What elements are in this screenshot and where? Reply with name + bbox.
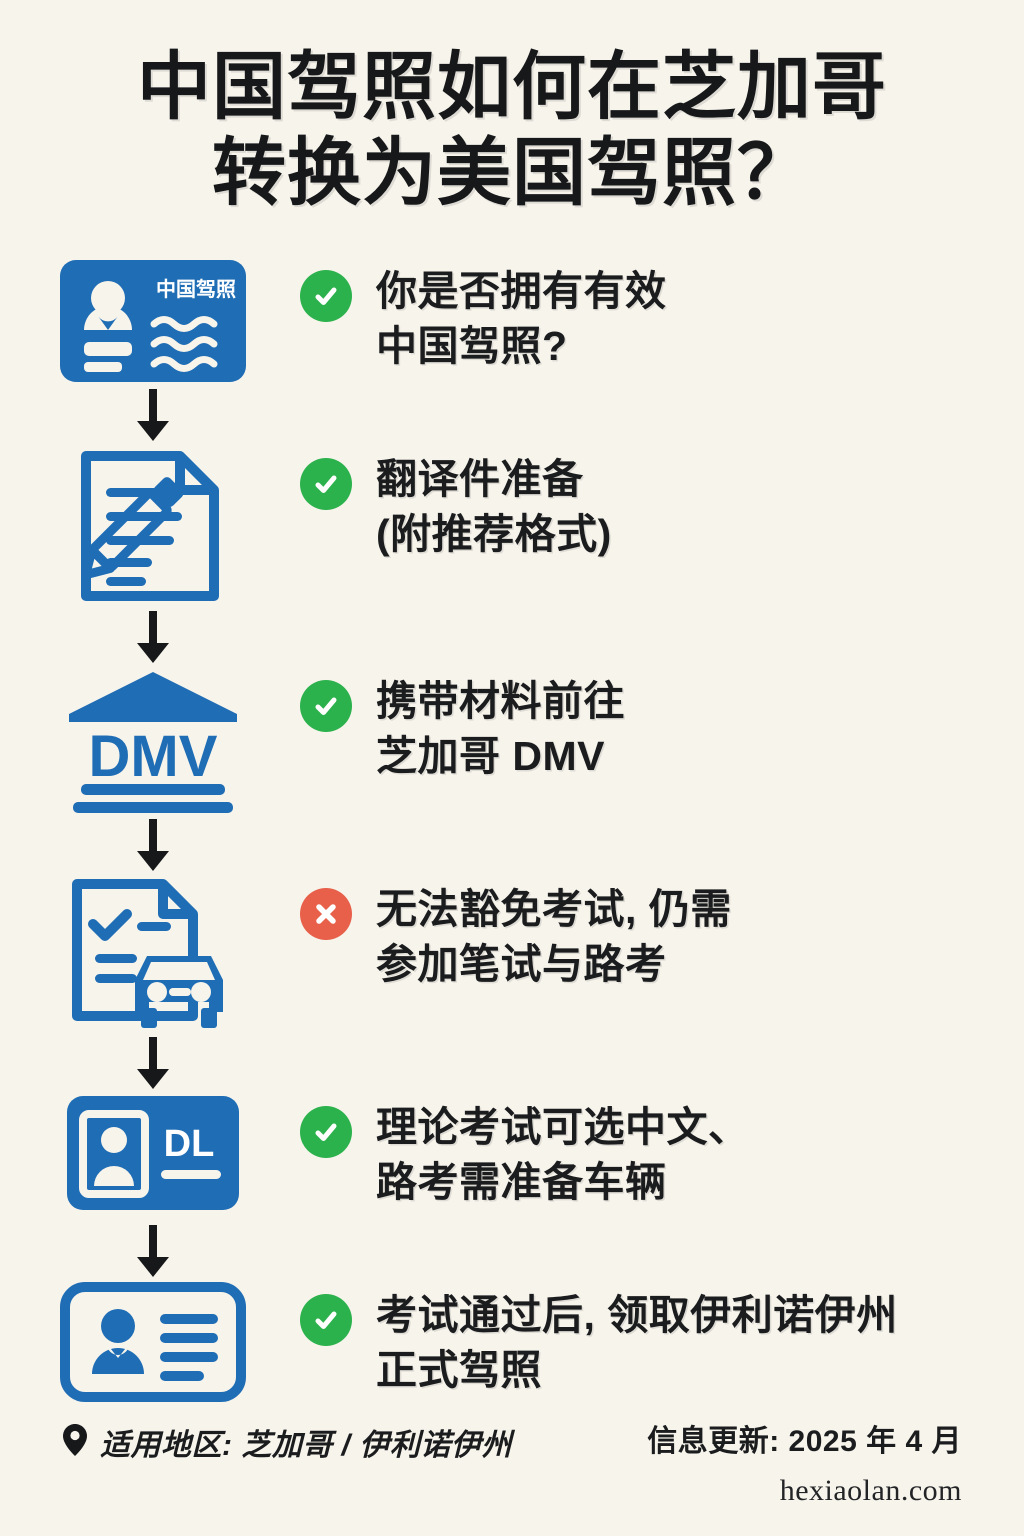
step-valid-chinese-license: 中国驾照 你是否拥有有效 中国驾照? <box>0 258 1024 384</box>
step-1-label: 你是否拥有有效 中国驾照? <box>376 268 667 369</box>
chinese-driver-license-card-icon: 中国驾照 <box>58 258 248 384</box>
step-2-text-column: 翻译件准备 (附推荐格式) <box>300 446 1024 561</box>
status-check-icon <box>300 1294 352 1346</box>
title-line-2: 转换为美国驾照？ <box>212 130 812 214</box>
step-no-exam-waiver: 无法豁免考试, 仍需 参加笔试与路考 <box>0 876 1024 1032</box>
dl-card-label: DL <box>164 1123 215 1165</box>
step-chinese-theory-test: DL 理论考试可选中文、 路考需准备车辆 <box>0 1094 1024 1220</box>
checklist-and-car-icon <box>63 876 243 1032</box>
step-receive-illinois-license: 考试通过后, 领取伊利诺伊州 正式驾照 <box>0 1282 1024 1408</box>
arrow-down-icon <box>0 1223 300 1279</box>
map-pin-icon <box>62 1423 88 1462</box>
footer-website: hexiaolan.com <box>779 1474 962 1507</box>
step-6-icon-column <box>0 1282 300 1402</box>
step-2-icon-column <box>0 446 300 606</box>
arrow-row-2 <box>0 606 1024 668</box>
step-translation-prepared: 翻译件准备 (附推荐格式) <box>0 446 1024 606</box>
steps-flow: 中国驾照 你是否拥有有效 中国驾照? <box>0 258 1024 1408</box>
step-2-label: 翻译件准备 (附推荐格式) <box>376 456 612 557</box>
dmv-building-label: DMV <box>89 724 218 789</box>
poster-title: 中国驾照如何在芝加哥 转换为美国驾照？ <box>0 44 1024 216</box>
arrow-down-icon <box>0 817 300 873</box>
step-5-label: 理论考试可选中文、 路考需准备车辆 <box>376 1104 750 1205</box>
status-check-icon <box>300 458 352 510</box>
arrow-down-icon <box>0 1035 300 1091</box>
dmv-building-icon: DMV <box>65 668 241 814</box>
step-5-text-column: 理论考试可选中文、 路考需准备车辆 <box>300 1094 1024 1209</box>
step-3-icon-column: DMV <box>0 668 300 814</box>
footer-update-text: 信息更新: 2025 年 4 月 <box>647 1425 962 1458</box>
status-check-icon <box>300 270 352 322</box>
footer-meta: 信息更新: 2025 年 4 月 hexiaolan.com <box>647 1416 962 1508</box>
step-4-label: 无法豁免考试, 仍需 参加笔试与路考 <box>376 886 732 987</box>
status-check-icon <box>300 1106 352 1158</box>
footer-location: 适用地区: 芝加哥 / 伊利诺伊州 <box>62 1416 512 1464</box>
step-4-icon-column <box>0 876 300 1032</box>
step-3-text-column: 携带材料前往 芝加哥 DMV <box>300 668 1024 783</box>
step-5-icon-column: DL <box>0 1094 300 1212</box>
step-3-label: 携带材料前往 芝加哥 DMV <box>376 678 625 779</box>
status-check-icon <box>300 680 352 732</box>
svg-text:中国驾照: 中国驾照 <box>156 277 236 301</box>
poster-footer: 适用地区: 芝加哥 / 伊利诺伊州 信息更新: 2025 年 4 月 hexia… <box>0 1416 1024 1536</box>
id-card-outline-icon <box>60 1282 246 1402</box>
arrow-row-5 <box>0 1220 1024 1282</box>
dl-license-card-icon: DL <box>65 1094 241 1212</box>
footer-location-text: 适用地区: 芝加哥 / 伊利诺伊州 <box>100 1429 512 1462</box>
arrow-row-1 <box>0 384 1024 446</box>
document-with-pencil-icon <box>68 446 238 606</box>
step-visit-dmv: DMV 携带材料前往 芝加哥 DMV <box>0 668 1024 814</box>
step-1-text-column: 你是否拥有有效 中国驾照? <box>300 258 1024 373</box>
step-6-text-column: 考试通过后, 领取伊利诺伊州 正式驾照 <box>300 1282 1024 1397</box>
arrow-row-3 <box>0 814 1024 876</box>
arrow-row-4 <box>0 1032 1024 1094</box>
step-4-text-column: 无法豁免考试, 仍需 参加笔试与路考 <box>300 876 1024 991</box>
arrow-down-icon <box>0 387 300 443</box>
footer-row: 适用地区: 芝加哥 / 伊利诺伊州 信息更新: 2025 年 4 月 hexia… <box>62 1416 962 1508</box>
status-cross-icon <box>300 888 352 940</box>
step-6-label: 考试通过后, 领取伊利诺伊州 正式驾照 <box>376 1292 898 1393</box>
title-line-1: 中国驾照如何在芝加哥 <box>137 45 887 128</box>
arrow-down-icon <box>0 609 300 665</box>
step-1-icon-column: 中国驾照 <box>0 258 300 384</box>
